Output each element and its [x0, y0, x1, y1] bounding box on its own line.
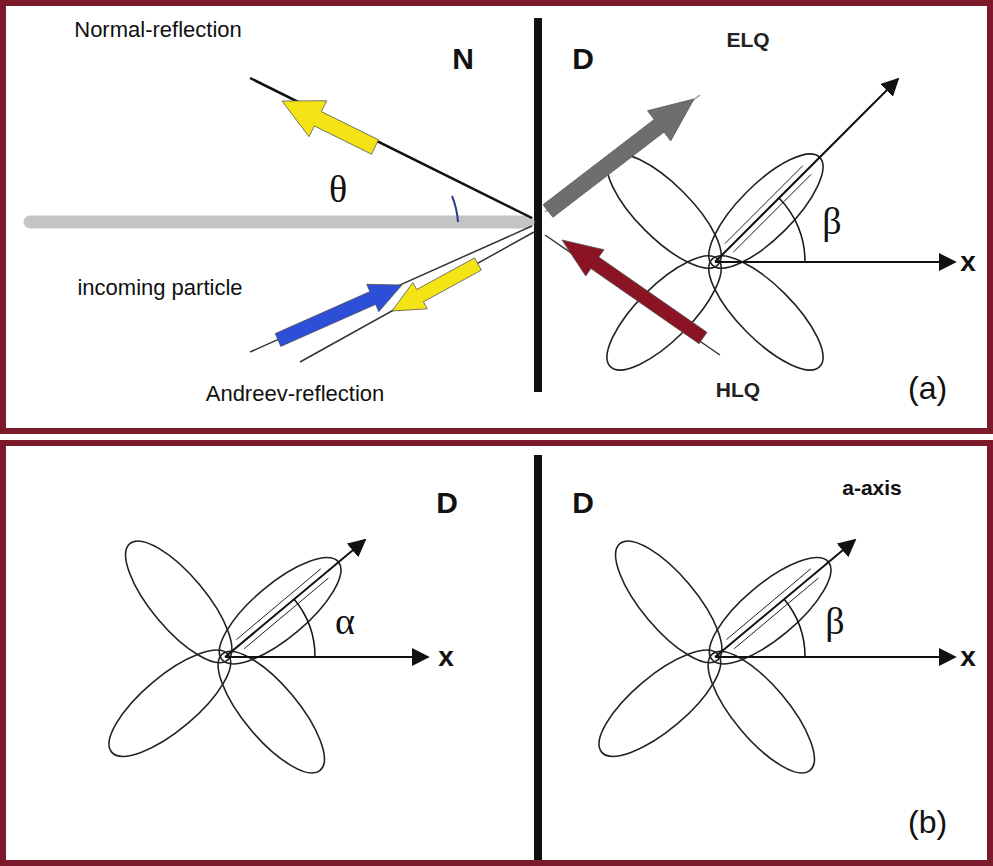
angle-symbol: α	[335, 601, 355, 643]
hlq-arrow	[562, 240, 707, 344]
lobe-line	[236, 569, 320, 640]
axis-label: x	[438, 642, 454, 673]
andreev-arrow	[392, 258, 481, 311]
lobe-line	[733, 174, 811, 252]
quasiparticle-label: ELQ	[726, 28, 769, 51]
process-label: Normal-reflection	[74, 18, 242, 42]
a-axis-arrow	[715, 79, 898, 262]
panel-tag: (b)	[908, 804, 947, 841]
quasiparticle-label: HLQ	[716, 378, 760, 401]
region-letter: D	[572, 486, 594, 519]
d-wave-lobe	[692, 637, 831, 788]
a-axis-arrow	[715, 540, 855, 657]
lobe-line	[726, 569, 810, 640]
andreev-line	[300, 232, 534, 362]
figure-panel: (a)	[0, 0, 993, 434]
angle-symbol: β	[825, 601, 844, 643]
figure-panel: (b)	[0, 440, 993, 866]
lobe-line	[725, 166, 803, 244]
process-label: incoming particle	[77, 276, 242, 300]
panel-tag: (a)	[908, 370, 947, 407]
incoming-arrow	[275, 284, 402, 346]
beta-arc	[784, 599, 805, 657]
lobe-line	[244, 578, 328, 649]
region-letter: D	[572, 42, 594, 75]
region-letter: N	[452, 42, 474, 75]
x-axis	[715, 261, 955, 263]
a-axis-arrow	[225, 540, 365, 657]
process-label: Andreev-reflection	[206, 382, 385, 406]
region-letter: D	[436, 486, 458, 519]
lobe-line	[734, 578, 818, 649]
hlq-line	[545, 235, 720, 355]
x-axis	[225, 656, 428, 658]
axis-name: a-axis	[842, 476, 902, 499]
interface-line	[534, 18, 542, 392]
angle-symbol: β	[822, 201, 841, 243]
d-wave-lobe	[202, 637, 341, 788]
angle-symbol: θ	[329, 169, 347, 211]
alpha-arc	[294, 599, 315, 657]
beta-arc	[779, 198, 805, 262]
axis-label: x	[960, 247, 976, 278]
theta-arc	[452, 196, 458, 222]
normal-reflection-line	[250, 78, 532, 218]
interface-line	[534, 455, 542, 866]
normal-reflection-arrow	[282, 101, 379, 154]
incoming-line	[250, 226, 532, 352]
x-axis	[715, 656, 955, 658]
elq-arrow	[543, 99, 694, 217]
normal-axis	[30, 216, 528, 229]
axis-label: x	[960, 642, 976, 673]
